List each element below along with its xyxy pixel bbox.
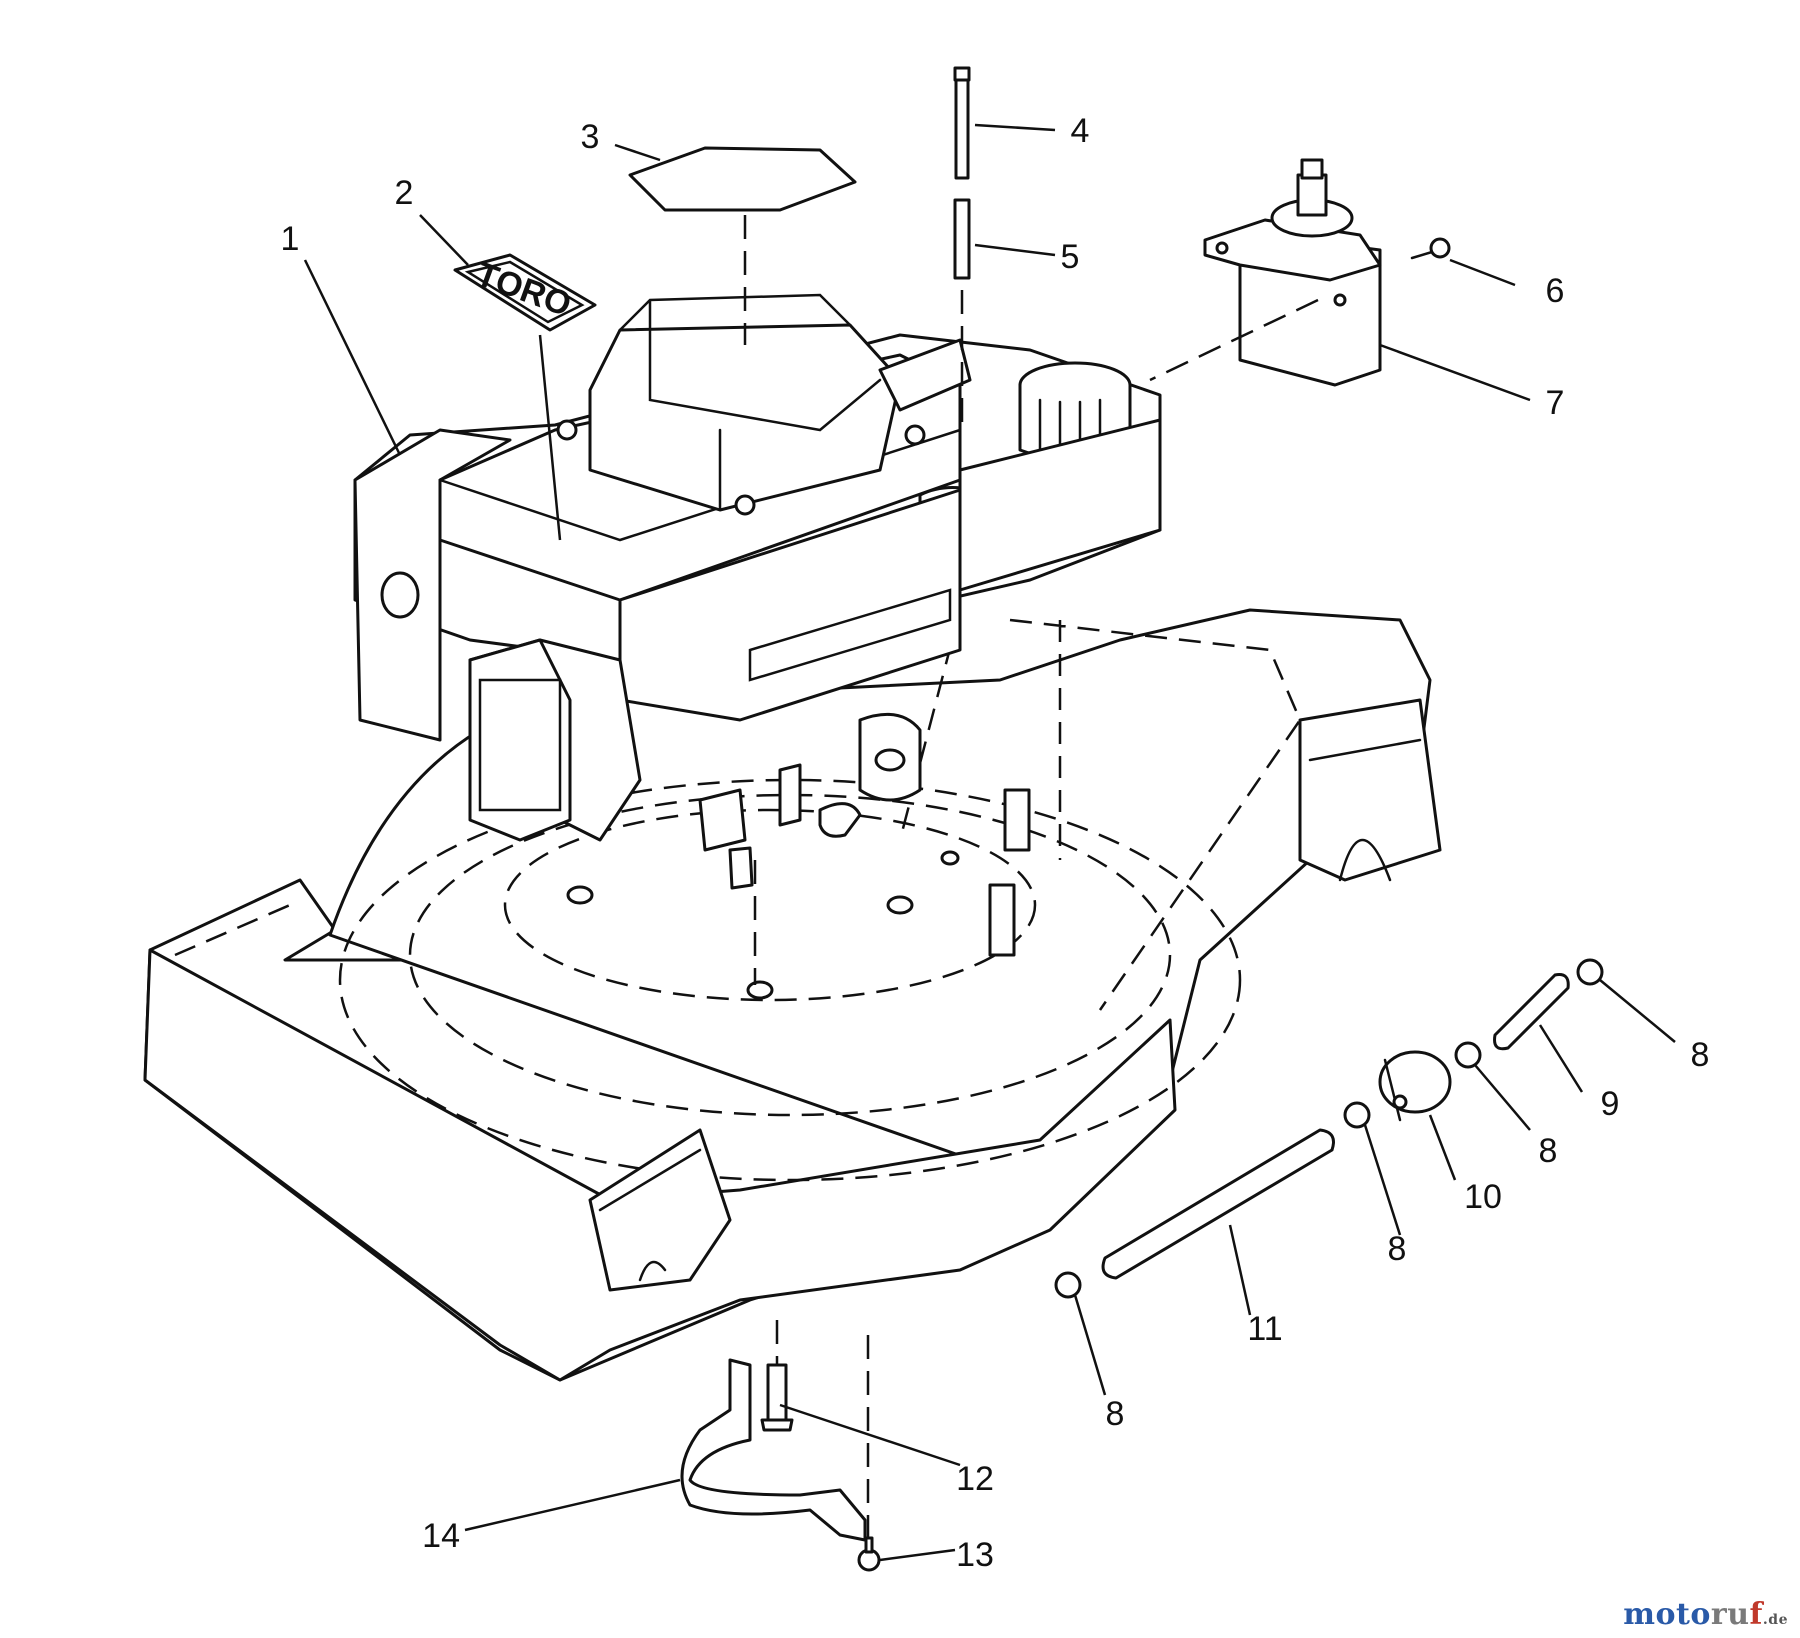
short-hose [1493,973,1570,1051]
watermark-suffix: .de [1762,1612,1788,1628]
callout-12: 12 [956,1460,994,1498]
callout-1: 1 [281,220,300,258]
leader-lines [303,123,1676,1562]
site-watermark: motoruf.de [1623,1597,1788,1632]
deflector-bolt [760,1363,794,1432]
mower-deck [143,608,1442,1382]
callout-6: 6 [1546,272,1565,310]
callout-8a: 8 [1691,1036,1710,1074]
callout-3: 3 [581,118,600,156]
watermark-part3: f [1749,1597,1763,1632]
callout-8c: 8 [1388,1230,1407,1268]
callout-8b: 8 [1539,1132,1558,1170]
inline-filter [1378,1050,1452,1122]
engine-assembly [353,293,1162,890]
callout-2: 2 [395,174,414,212]
callout-numbers: 1 2 3 4 5 6 7 8 8 8 8 9 10 11 12 13 14 [281,112,1710,1574]
callout-11: 11 [1247,1310,1282,1348]
callout-4: 4 [1071,112,1090,150]
callout-5: 5 [1061,238,1080,276]
dipstick-bolt [953,66,971,280]
air-filter-pad [628,146,857,212]
starter-screw [1410,237,1451,260]
watermark-part2: ru [1710,1597,1750,1632]
callout-10: 10 [1464,1178,1502,1216]
watermark-part1: moto [1623,1597,1711,1632]
callout-7: 7 [1546,384,1565,422]
toro-decal: TORO [453,253,597,332]
callout-13: 13 [956,1536,994,1574]
hose-clamps [1054,958,1604,1299]
long-hose [1101,1128,1335,1280]
callout-8d: 8 [1106,1395,1125,1433]
callout-14: 14 [422,1517,460,1555]
deflector-screw [857,1536,881,1572]
starter-motor [1203,158,1382,387]
callout-9: 9 [1601,1085,1620,1123]
deflector [680,1358,867,1542]
